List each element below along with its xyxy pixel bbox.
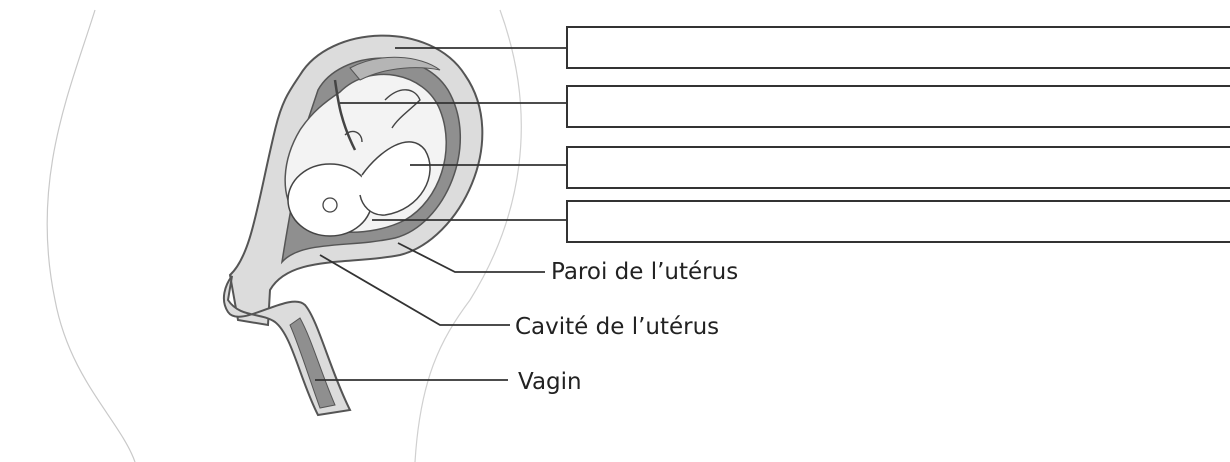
leader-line-uterus-cavity bbox=[320, 255, 510, 325]
answer-box-4[interactable] bbox=[566, 200, 1230, 243]
fetus-ear bbox=[323, 198, 337, 212]
body-outline-back bbox=[47, 10, 135, 462]
label-vagina: Vagin bbox=[518, 371, 582, 394]
answer-box-1[interactable] bbox=[566, 26, 1230, 69]
answer-box-3[interactable] bbox=[566, 146, 1230, 189]
answer-box-2[interactable] bbox=[566, 85, 1230, 128]
label-uterus-wall: Paroi de l’utérus bbox=[551, 261, 738, 284]
label-uterus-cavity: Cavité de l’utérus bbox=[515, 316, 719, 339]
